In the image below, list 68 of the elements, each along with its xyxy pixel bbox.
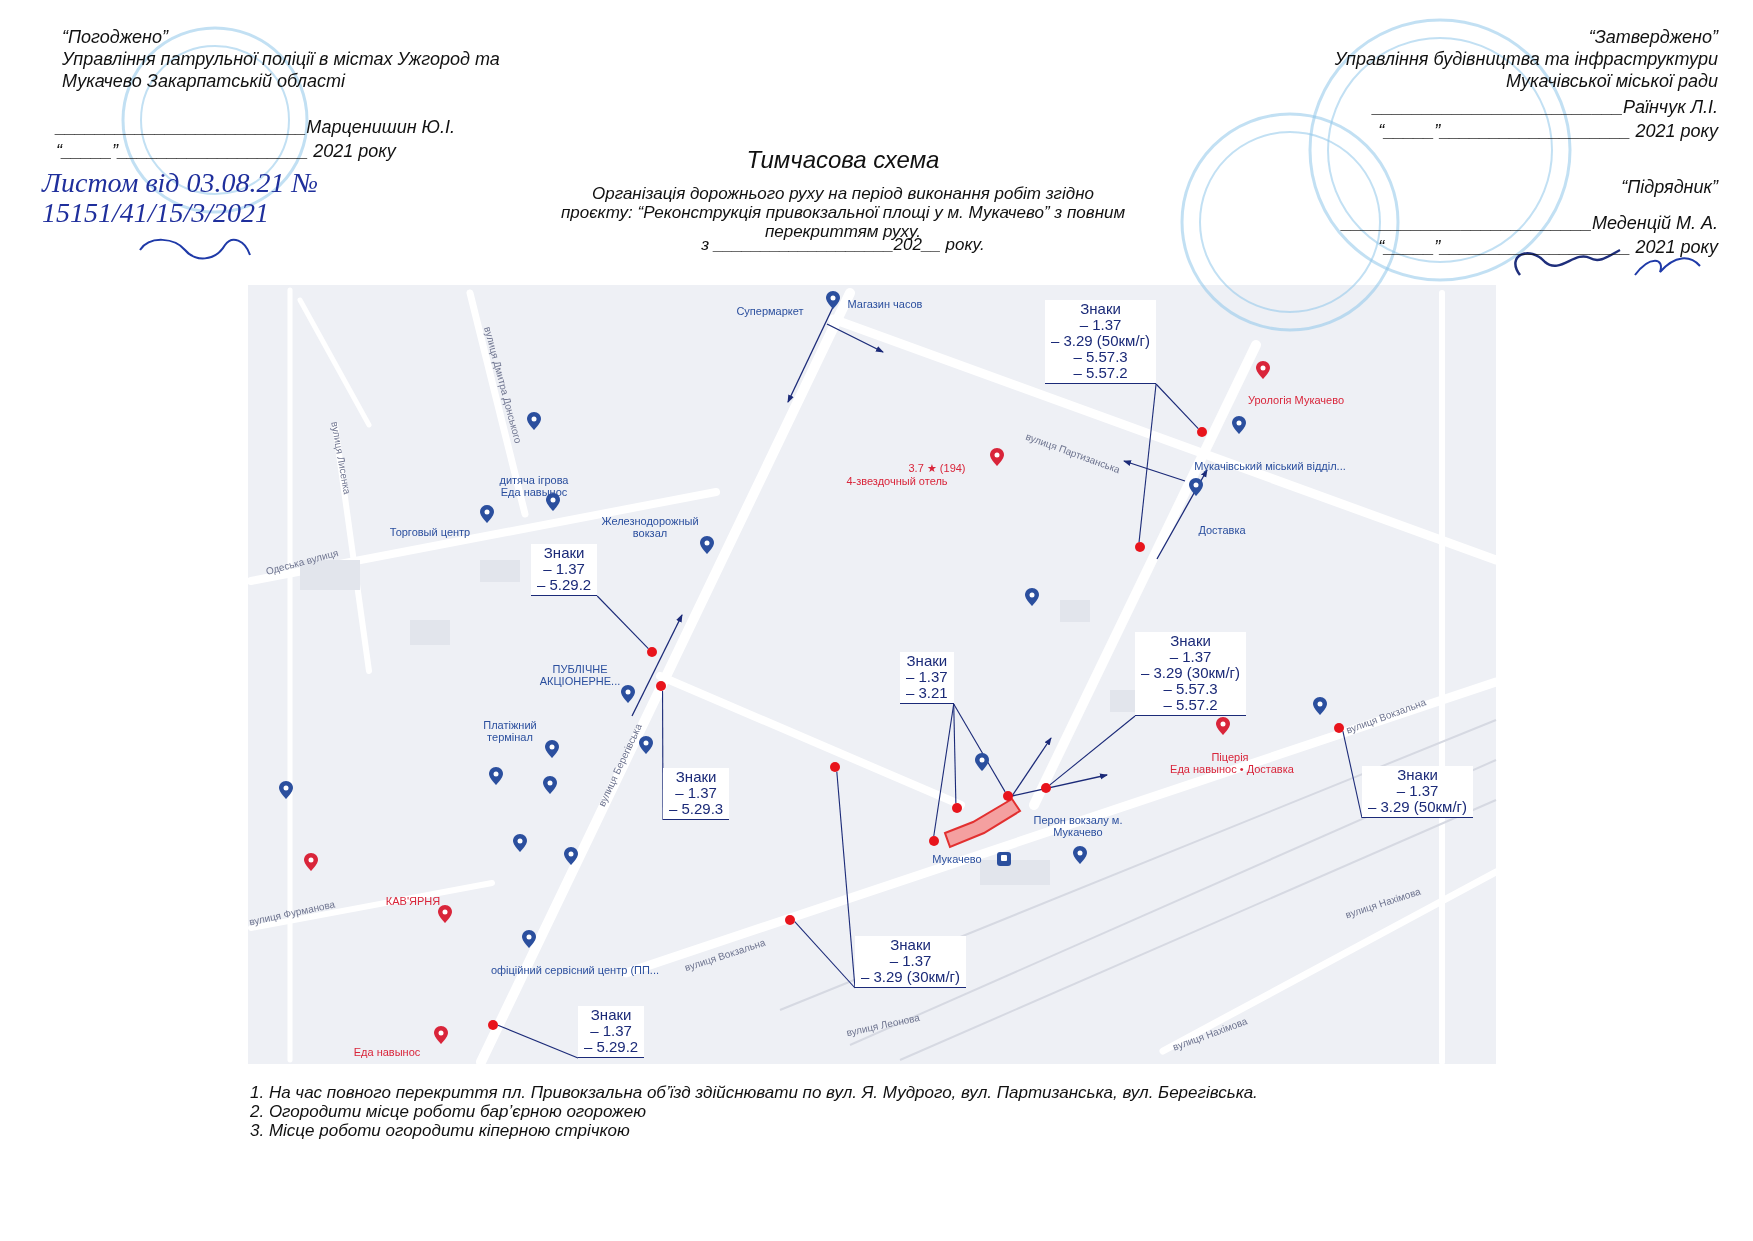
handwritten-note: Листом від 03.08.21 № 15151/41/15/3/2021 — [42, 168, 319, 228]
callout-text: Знаки — [1079, 301, 1122, 317]
callout-text: – 1.37 — [589, 1023, 633, 1039]
callout-text: – 5.57.3 — [1162, 681, 1218, 697]
callout-text: – 1.37 — [674, 785, 718, 801]
place-label: Супермаркет — [736, 305, 804, 317]
callout-text: – 1.37 — [906, 669, 948, 685]
title: Тимчасова схема — [746, 146, 940, 174]
place-label: Железнодорожный вокзал — [600, 515, 700, 539]
signature-line-text: _________________________Раїнчук Л.І. — [1372, 96, 1718, 118]
approval-heading: “Погоджено” — [62, 26, 168, 48]
callout-text: – 3.29 (50км/г) — [1051, 333, 1151, 349]
street-name: вулиця Леонова — [845, 1011, 921, 1039]
callout-text: – 3.29 (30км/г) — [861, 969, 961, 985]
street-name: вулиця Лисенка — [329, 420, 353, 496]
callout-text: – 1.37 — [1078, 317, 1123, 333]
callout-text: – 5.29.2 — [537, 577, 592, 593]
callout-text: – 1.37 — [1395, 783, 1440, 799]
place-label: Еда навынос • Доставка — [1170, 763, 1294, 775]
place-label: Перон вокзалу м. Мукачево — [1033, 814, 1123, 838]
place-label: Мукачівський міський відділ... — [1194, 460, 1346, 472]
date-line-text: “_____”___________________ 2021 року — [56, 140, 396, 162]
place-label: 3.7 ★ (194) — [908, 461, 966, 475]
place-label: КАВ'ЯРНЯ — [385, 895, 441, 907]
callout-text: Знаки — [542, 545, 586, 561]
place-label: Піцерія — [1211, 751, 1249, 763]
place-label: ПУБЛІЧНЕ АКЦІОНЕРНЕ... — [538, 663, 622, 687]
callout-text: Знаки — [589, 1007, 633, 1023]
callout-text: – 5.29.3 — [669, 801, 724, 817]
callout-text: – 5.57.3 — [1072, 349, 1128, 365]
place-label: Магазин часов — [847, 298, 923, 310]
place-label: Еда навынос — [353, 1046, 421, 1058]
callout-text: Знаки — [1169, 633, 1212, 649]
callout-text: – 3.29 (50км/г) — [1368, 799, 1468, 815]
callout-text: – 3.21 — [906, 685, 948, 701]
signature-line-text: _________________________Марценишин Ю.І. — [56, 116, 455, 138]
place-label: Урологія Мукачево — [1248, 394, 1344, 406]
approval-heading: “Затверджено” — [1588, 26, 1718, 48]
street-name: вулиця Нахімова — [1344, 885, 1422, 921]
callout-text: Знаки — [674, 769, 718, 785]
callout-text: Знаки — [906, 653, 948, 669]
place-label: 4-звездочный отель — [846, 475, 948, 487]
place-label: Мукачево — [932, 853, 982, 865]
note-text: 3. Місце роботи огородити кіперною стрічкою — [250, 1121, 630, 1141]
callout-text: – 1.37 — [542, 561, 586, 577]
callout-text: – 5.57.2 — [1072, 365, 1129, 381]
callout-text: – 5.57.2 — [1162, 697, 1219, 713]
callout-text: – 3.29 (30км/г) — [1141, 665, 1241, 681]
street-name: вулиця Фурманова — [248, 898, 336, 928]
place-label: Доставка — [1198, 524, 1246, 536]
place-label: Платіжний термінал — [482, 719, 538, 743]
callout-text: Знаки — [889, 937, 932, 953]
place-label: дитяча ігрова — [499, 474, 569, 486]
callout-text: – 5.29.2 — [584, 1039, 639, 1055]
contractor-heading: “Підрядник” — [1621, 176, 1718, 198]
date-line-text: “_____”___________________ 2021 року — [1378, 236, 1718, 258]
note-text: 1. На час повного перекриття пл. Привокзальна об’їзд здійснювати по вул. Я. Мудрого, вул. Партизанська, вул. Берегівська. — [250, 1083, 1258, 1103]
organization-text: Управління патрульної поліції в містах Ужгород та Мукачево Закарпатській області — [62, 48, 501, 92]
organization-text: Управління будівництва та інфраструктури Мукачівської міської ради — [1333, 48, 1718, 92]
place-label: Торговый центр — [389, 526, 471, 538]
street-name: Одеська вулиця — [264, 547, 340, 577]
date-line-text: “_____”___________________ 2021 року — [1378, 120, 1718, 142]
callout-text: Знаки — [1396, 767, 1439, 783]
callout-text: – 1.37 — [888, 953, 933, 969]
callout-text: – 1.37 — [1168, 649, 1213, 665]
note-text: 2. Огородити місце роботи бар’єрною огорожею — [250, 1102, 646, 1122]
place-label: офіційний сервісний центр (ПП... — [490, 964, 660, 976]
signature-line-text: _________________________Меденцій М. А. — [1341, 212, 1718, 234]
